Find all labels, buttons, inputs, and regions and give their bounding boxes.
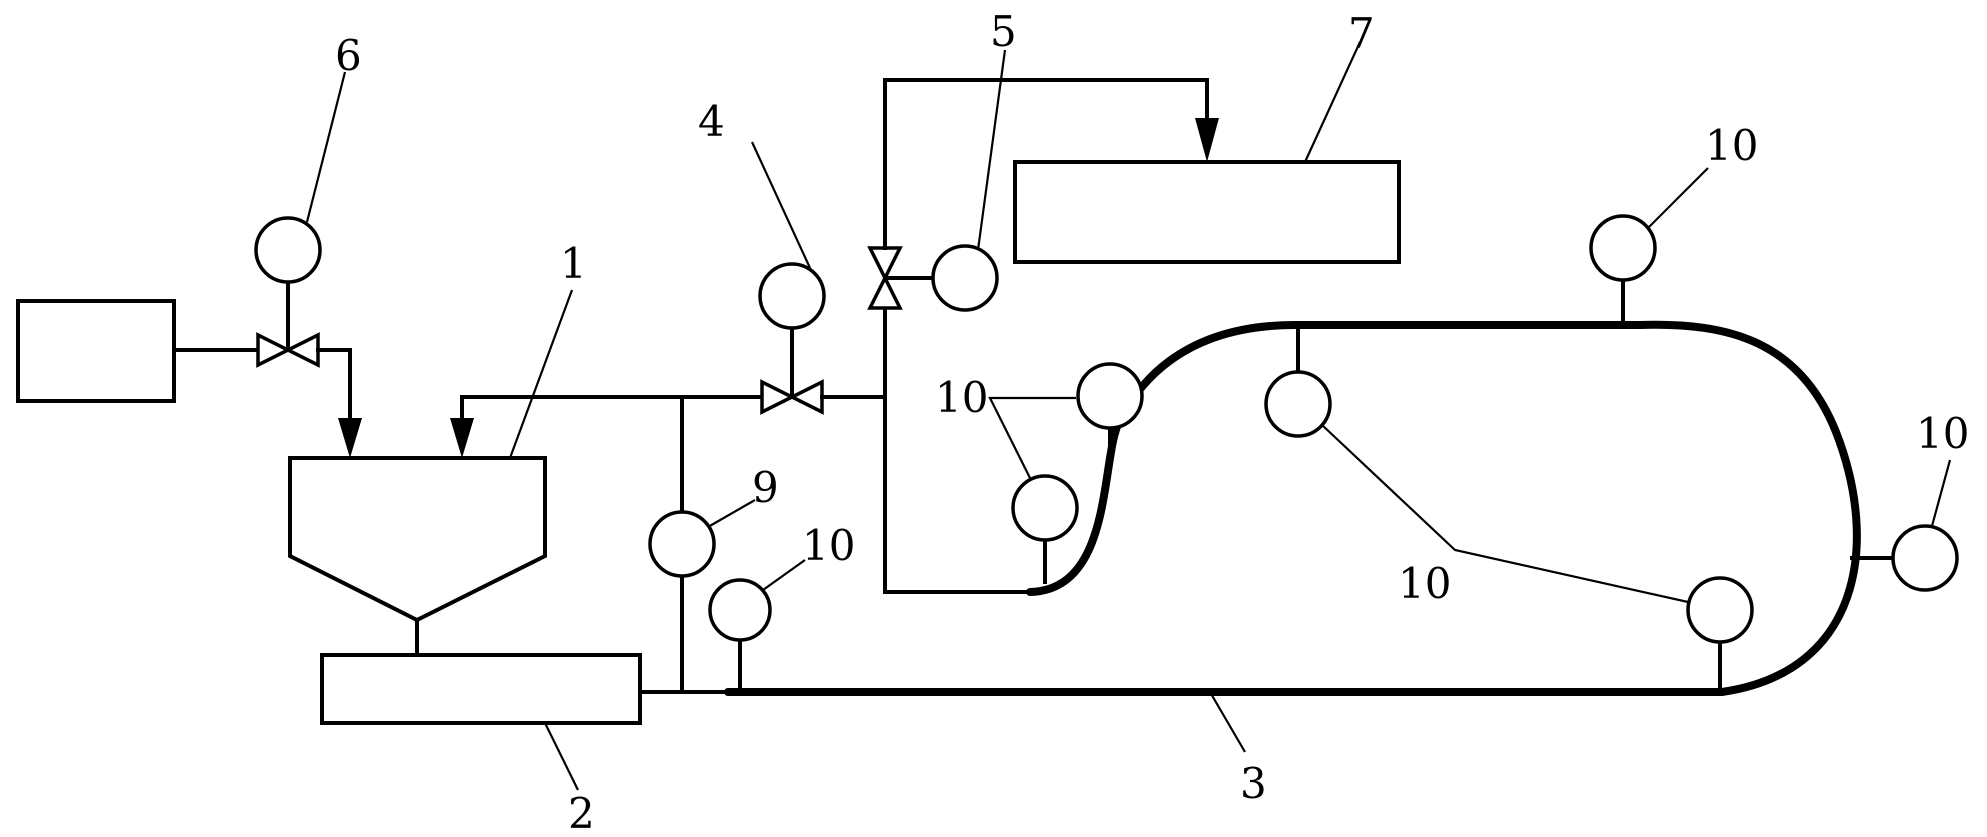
leader-10-de xyxy=(1321,424,1689,604)
pressure-gauge-6 xyxy=(254,216,322,284)
pressure-gauge-9 xyxy=(648,510,716,578)
leader-7 xyxy=(1304,41,1361,163)
label-6: 6 xyxy=(335,31,362,80)
leader-9 xyxy=(707,499,756,528)
label-10-de: 10 xyxy=(1398,559,1451,608)
leader-1 xyxy=(508,289,574,459)
sensor-10-d xyxy=(1264,370,1332,438)
pressure-gauge-5 xyxy=(931,244,999,312)
leader-10-f xyxy=(1647,167,1709,229)
receiver xyxy=(1013,160,1401,264)
sensor-10-a xyxy=(708,578,772,642)
label-10-a: 10 xyxy=(802,521,855,570)
sensor-10-f xyxy=(1589,214,1657,282)
arrow-into-hopper-2 xyxy=(450,418,474,458)
valve-4 xyxy=(760,326,824,415)
valve-5 xyxy=(867,246,937,310)
label-10-f: 10 xyxy=(1705,121,1758,170)
leader-10-g xyxy=(1930,459,1952,527)
pipeline-loop xyxy=(724,320,1861,696)
label-10-g: 10 xyxy=(1916,409,1969,458)
label-4: 4 xyxy=(698,97,725,146)
leader-6 xyxy=(305,71,347,223)
label-3: 3 xyxy=(1240,759,1267,808)
leader-5 xyxy=(976,49,1007,251)
label-2: 2 xyxy=(568,789,595,837)
arrow-into-receiver xyxy=(1195,118,1219,162)
pressure-gauge-4 xyxy=(758,262,826,330)
leader-2 xyxy=(544,722,579,791)
leader-10-a xyxy=(762,559,806,591)
air-tank-box xyxy=(16,299,176,403)
label-9: 9 xyxy=(752,463,779,512)
line-to-receiver xyxy=(883,78,1209,250)
sensor-10-b xyxy=(1011,474,1079,542)
leader-3 xyxy=(1209,691,1246,753)
label-1: 1 xyxy=(560,239,587,288)
sensor-10-e xyxy=(1686,576,1754,644)
hopper xyxy=(288,456,547,623)
feeder xyxy=(320,653,642,725)
label-7: 7 xyxy=(1348,9,1375,58)
label-10-bc: 10 xyxy=(935,373,988,422)
tank-to-hopper-pipe xyxy=(316,348,352,422)
label-5: 5 xyxy=(990,7,1017,56)
leader-10-bc xyxy=(988,396,1076,479)
sensor-10-c xyxy=(1076,362,1144,430)
sensor-10-g xyxy=(1891,524,1959,592)
air-line-to-hopper xyxy=(460,395,682,422)
arrow-into-hopper-1 xyxy=(338,418,362,458)
leader-4 xyxy=(751,141,811,269)
valve-6 xyxy=(256,278,320,368)
